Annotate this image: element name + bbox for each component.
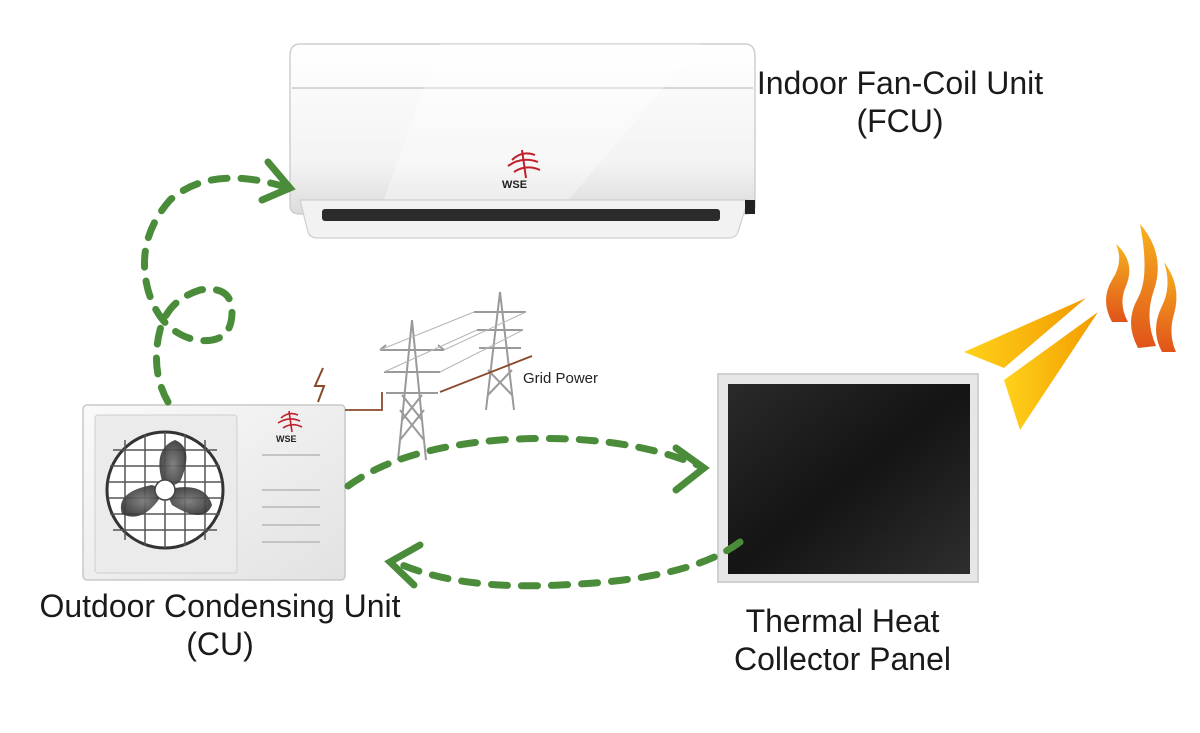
brand-logo-text: WSE xyxy=(276,434,297,444)
brand-logo-icon: WSE xyxy=(276,410,303,444)
power-tower-icon xyxy=(379,291,527,461)
panel-label: Thermal Heat Collector Panel xyxy=(715,602,970,679)
fan-icon xyxy=(120,440,212,517)
outdoor-unit-icon: WSE xyxy=(82,404,346,581)
panel-label-line1: Thermal Heat xyxy=(745,603,940,639)
fcu-label-line1: Indoor Fan-Coil Unit xyxy=(756,65,1044,101)
fcu-label-line2: (FCU) xyxy=(856,103,944,140)
flow-arrow-cu-to-panel xyxy=(344,434,704,490)
lightning-icon xyxy=(313,367,326,403)
grid-power-label: Grid Power xyxy=(523,370,599,387)
flow-arrows xyxy=(140,158,744,590)
brand-logo-icon: WSE xyxy=(502,149,541,191)
cu-label-line2: (CU) xyxy=(186,626,254,663)
flow-arrow-cu-to-fcu xyxy=(140,174,286,406)
power-line-icon xyxy=(345,355,533,411)
heat-waves-icon xyxy=(1106,224,1177,352)
flow-arrow-panel-to-cu xyxy=(396,538,744,590)
solar-panel-icon xyxy=(717,373,979,583)
sun-rays-icon xyxy=(964,298,1098,430)
cu-label: Outdoor Condensing Unit (CU) xyxy=(25,587,415,664)
cu-label-line1: Outdoor Condensing Unit xyxy=(39,588,401,624)
panel-label-line2: Collector Panel xyxy=(734,641,951,678)
brand-logo-text: WSE xyxy=(502,179,527,191)
indoor-unit-icon: WSE xyxy=(289,43,756,239)
fcu-label: Indoor Fan-Coil Unit (FCU) xyxy=(755,64,1045,141)
